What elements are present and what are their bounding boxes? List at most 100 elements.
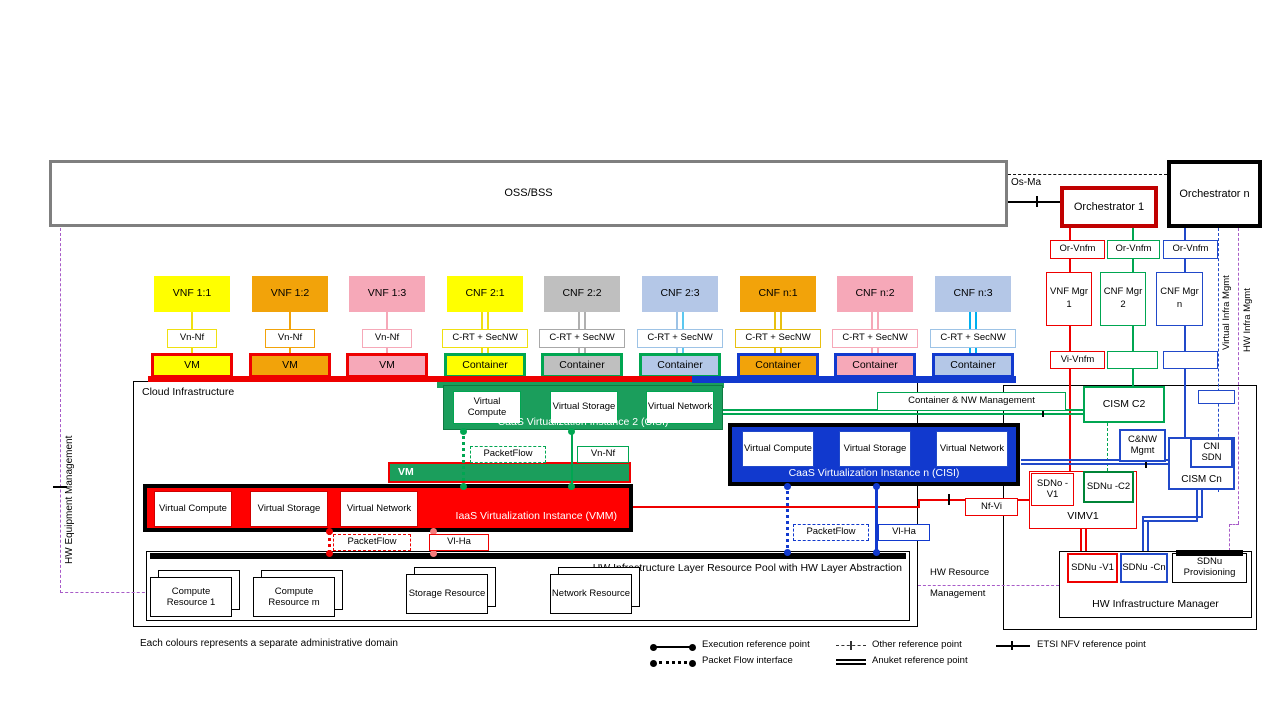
- caasn-vlha-dot-top: [873, 483, 880, 490]
- cnw-mgmt-label: C&NW Mgmt: [1127, 433, 1158, 456]
- cloud-infrastructure-label: Cloud Infrastructure: [142, 386, 235, 398]
- vmm-vlha-text: Vl-Ha: [447, 536, 471, 548]
- sdnu-v1-box: SDNu -V1: [1067, 553, 1118, 583]
- packetflow-dot-right: [689, 659, 696, 667]
- crt-secnw-text-7: C-RT + SecNW: [745, 332, 811, 344]
- vnf-1-2-box: VNF 1:2: [252, 276, 328, 312]
- caas2-packetflow-dot-top: [460, 428, 467, 435]
- vn-nf-text-1: Vn-Nf: [179, 332, 205, 344]
- caas2-vnnf-dot-bottom: [568, 483, 575, 490]
- caas2-title: CaaS Virtualization Instance 2 (CISI): [497, 416, 669, 429]
- cismcn-sdnu-line-v2b: [1147, 520, 1149, 553]
- crt-secnw-text-5: C-RT + SecNW: [549, 332, 615, 344]
- vmm-box: Virtual Compute Virtual Storage Virtual …: [143, 484, 633, 532]
- vnfm-red-line: [1069, 228, 1071, 473]
- virtual-infra-mgmt-line: [1218, 228, 1219, 492]
- etsi-symbol: [996, 641, 1030, 651]
- caas2-packetflow-line: [462, 430, 465, 487]
- hw-equipment-mgmt-label: HW Equipment Management: [64, 435, 75, 565]
- vimv1-sdnu-line-b: [1085, 529, 1087, 553]
- crt-secnw-text-6: C-RT + SecNW: [647, 332, 713, 344]
- compute-resource-m-front: Compute Resource m: [253, 577, 335, 617]
- cnf-2-3-label: CNF 2:3: [660, 287, 700, 300]
- cism-cn-label: CISM Cn: [1181, 473, 1222, 485]
- vi-vnfm-box: Vi-Vnfm: [1050, 351, 1105, 369]
- cismcn-sdnu-line-v1a: [1196, 490, 1198, 520]
- or-vnfm-blue-label: Or-Vnfm: [1172, 243, 1209, 255]
- cnf-mgr-2-label: CNF Mgr 2: [1103, 286, 1143, 310]
- hw-infra-mgmt-line-v1: [1238, 228, 1239, 524]
- vn-nf-label-col3: Vn-Nf: [362, 329, 412, 348]
- vmm-packetflow-dot-top: [326, 528, 333, 535]
- vi-vnfm-label: Vi-Vnfm: [1060, 353, 1095, 365]
- container-text-8: Container: [852, 358, 898, 371]
- iaas-red-bar: [148, 376, 693, 382]
- execution-dot-right: [689, 643, 696, 651]
- vi-row-green-box: [1107, 351, 1158, 369]
- vmm-title: IaaS Virtualization Instance (VMM): [455, 510, 617, 523]
- caas2-vc-label: Virtual Compute: [467, 395, 507, 418]
- crt-secnw-text-8: C-RT + SecNW: [842, 332, 908, 344]
- vmm-vn-label: Virtual Network: [346, 502, 412, 514]
- sdnu-cn-box: SDNu -Cn: [1120, 553, 1168, 583]
- caasn-packetflow-label: PacketFlow: [793, 524, 869, 541]
- caas2-vs-label: Virtual Storage: [552, 401, 616, 413]
- sdnu-provisioning-bar: [1176, 550, 1243, 556]
- container-text-4: Container: [462, 358, 508, 371]
- vmm-packetflow-label: PacketFlow: [333, 534, 411, 551]
- hw-infra-mgmt-line-jog: [1229, 524, 1239, 525]
- caasn-vlha-label: Vl-Ha: [878, 524, 930, 541]
- vnf-1-1-label: VNF 1:1: [172, 287, 212, 300]
- caas2-packetflow-text: PacketFlow: [483, 448, 533, 460]
- cnf-mgr-n-label: CNF Mgr n: [1160, 286, 1199, 310]
- cnf-n-3-box: CNF n:3: [935, 276, 1011, 312]
- hw-resource-mgmt-line: [918, 585, 1059, 586]
- caas2-packetflow-dot-bottom: [460, 483, 467, 490]
- cnf-2-2-label: CNF 2:2: [562, 287, 602, 300]
- hw-abstraction-bar: [150, 553, 906, 559]
- sdnu-c2-label: SDNu -C2: [1086, 480, 1131, 492]
- crt-secnw-text-9: C-RT + SecNW: [940, 332, 1006, 344]
- oss-bss-label: OSS/BSS: [504, 187, 553, 200]
- oss-bss-box: OSS/BSS: [49, 160, 1008, 227]
- cnf-mgr-2-box: CNF Mgr 2: [1100, 272, 1146, 326]
- cism-c2-box: CISM C2: [1083, 386, 1165, 423]
- crt-secnw-label-col5: C-RT + SecNW: [539, 329, 625, 348]
- execution-line: [653, 645, 693, 649]
- caasn-vlha-dot-bottom: [873, 549, 880, 556]
- vnf-mgr-1-label: VNF Mgr 1: [1050, 286, 1088, 310]
- crt-secnw-label-col4: C-RT + SecNW: [442, 329, 528, 348]
- container-box-5: Container: [541, 353, 623, 378]
- vmm-vlha-label: Vl-Ha: [429, 534, 489, 551]
- vi-row-blue-box: [1163, 351, 1218, 369]
- vmm-virtual-storage: Virtual Storage: [250, 491, 328, 527]
- compute-resource-1-label: Compute Resource 1: [166, 585, 216, 608]
- or-vnfm-red-box: Or-Vnfm: [1050, 240, 1105, 259]
- legend-execution-label: Execution reference point: [702, 639, 810, 650]
- caas2-vnnf-label: Vn-Nf: [577, 446, 629, 463]
- vn-nf-text-2: Vn-Nf: [277, 332, 303, 344]
- hw-resource-mgmt-label-1: HW Resource: [930, 567, 990, 578]
- caas2-green-bar: [437, 381, 724, 388]
- or-vnfm-blue-box: Or-Vnfm: [1163, 240, 1218, 259]
- cnf-2-1-box: CNF 2:1: [447, 276, 523, 312]
- cnf-2-3-box: CNF 2:3: [642, 276, 718, 312]
- hwim-label: HW Infrastructure Manager: [1092, 598, 1219, 611]
- legend-packetflow-label: Packet Flow interface: [702, 655, 793, 666]
- vm-text-1: VM: [184, 358, 200, 371]
- cnf-n-1-label: CNF n:1: [758, 287, 798, 300]
- vm-box-1: VM: [151, 353, 233, 378]
- caasn-vs-label: Virtual Storage: [843, 442, 907, 454]
- nf-vi-line-jog: [918, 499, 920, 508]
- crt-secnw-label-col7: C-RT + SecNW: [735, 329, 821, 348]
- orchestrator-1-box: Orchestrator 1: [1060, 186, 1158, 228]
- caas2-vnnf-text: Vn-Nf: [590, 448, 616, 460]
- cismcn-sdnu-line-v2a: [1142, 516, 1144, 553]
- caasn-cism-tick: [1145, 456, 1147, 468]
- sdnu-v1-label: SDNu -V1: [1071, 561, 1114, 573]
- legend-etsi-label: ETSI NFV reference point: [1037, 639, 1146, 650]
- cnf-n-2-label: CNF n:2: [855, 287, 895, 300]
- vmm-vc-label: Virtual Compute: [159, 502, 227, 514]
- network-resource-front: Network Resource: [550, 574, 632, 614]
- cnf-n-2-box: CNF n:2: [837, 276, 913, 312]
